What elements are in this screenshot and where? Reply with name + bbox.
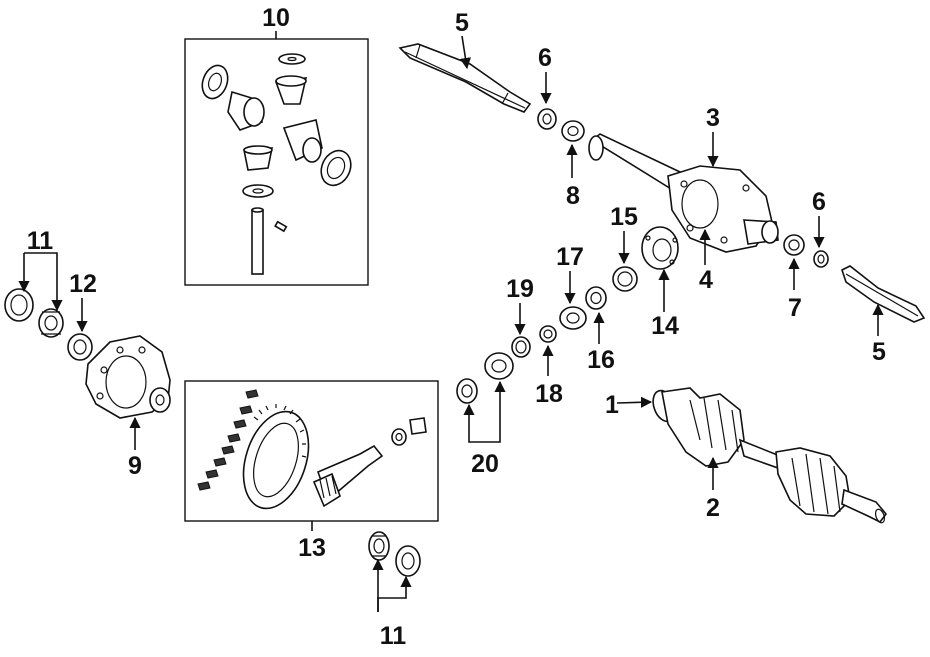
callout-1: 1 <box>605 391 619 419</box>
callout-10: 10 <box>262 4 290 32</box>
seal-15 <box>612 266 638 292</box>
callout-11-left: 11 <box>27 227 54 255</box>
bearing-16 <box>585 286 607 310</box>
ring-gear-bolts <box>197 389 259 491</box>
callout-4: 4 <box>699 266 713 294</box>
differential-case-9 <box>85 335 171 419</box>
bearing-7 <box>783 234 805 256</box>
ring-pinion-parts <box>197 389 427 510</box>
seal-upper <box>537 108 557 130</box>
callout-6-top: 6 <box>538 44 552 72</box>
callout-2: 2 <box>706 494 720 522</box>
callout-numbers: 1 2 3 4 5 5 6 6 7 8 9 10 11 11 12 13 14 … <box>27 4 886 650</box>
shim-19 <box>511 336 531 358</box>
callout-13: 13 <box>298 534 326 562</box>
axle-shaft-right <box>841 265 926 323</box>
callout-18: 18 <box>535 380 563 408</box>
callout-6-right: 6 <box>812 188 826 216</box>
cv-axle-assembly <box>652 387 888 524</box>
callout-16: 16 <box>587 346 615 374</box>
callout-11-bottom: 11 <box>380 622 407 650</box>
callout-5-top: 5 <box>455 9 469 37</box>
washer-18 <box>539 325 557 343</box>
seal-6-right <box>813 250 829 268</box>
callout-20: 20 <box>471 450 499 478</box>
shim-12 <box>67 333 93 361</box>
bearing-8 <box>561 120 585 142</box>
differential-case-small <box>641 226 679 270</box>
bearing-race-11-bottom <box>368 531 421 577</box>
axle-shaft-upper <box>398 43 532 113</box>
callout-5-right: 5 <box>872 338 886 366</box>
callout-17: 17 <box>556 243 584 271</box>
callout-14: 14 <box>651 312 679 340</box>
callout-8: 8 <box>566 182 580 210</box>
callout-12: 12 <box>69 270 97 298</box>
callout-9: 9 <box>128 452 142 480</box>
bearing-race-11-left <box>4 288 64 338</box>
callout-19: 19 <box>506 275 534 303</box>
differential-gear-kit-parts <box>201 53 352 275</box>
axle-housing <box>588 133 779 253</box>
callout-7: 7 <box>788 294 802 322</box>
callout-15: 15 <box>610 203 638 231</box>
callout-3: 3 <box>706 104 720 132</box>
bearing-set-20 <box>456 352 514 404</box>
leader-lines <box>18 31 884 612</box>
bearing-17 <box>559 306 587 330</box>
